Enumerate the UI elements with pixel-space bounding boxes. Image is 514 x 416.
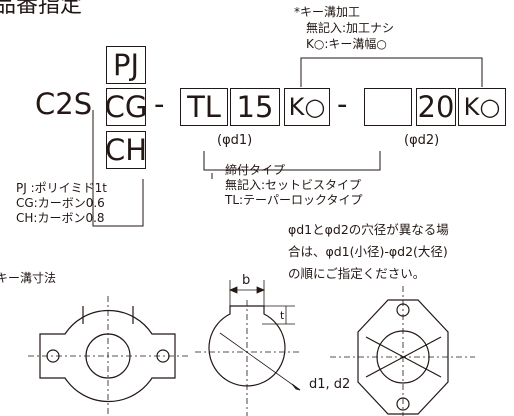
page-title: 品番指定 xyxy=(0,0,83,18)
hub-front-view xyxy=(39,306,176,403)
dim-d: d1, d2 xyxy=(309,377,351,392)
bore2-box: 20 xyxy=(416,88,456,126)
key1-box: K○ xyxy=(284,88,330,126)
separator-dash-2: - xyxy=(337,87,348,121)
key-note-title: *キー溝加工 xyxy=(294,5,361,19)
type-code-box: TL xyxy=(180,88,228,126)
material-option-pj: PJ xyxy=(106,46,146,84)
bore-note-line2: 合は、φd1(小径)-φd2(大径) xyxy=(288,244,448,259)
tighten-note-line1: 無記入:セットビスタイプ xyxy=(225,178,362,192)
part-prefix: C2S xyxy=(35,87,93,121)
bore1-box: 15 xyxy=(230,88,280,126)
bore-note-line1: φd1とφd2の穴径が異なる場 xyxy=(288,222,449,237)
bore-note-line3: の順にご指定ください。 xyxy=(288,266,426,281)
material-option-ch: CH xyxy=(105,131,147,169)
bore1-label: (φd1) xyxy=(217,133,253,148)
material-note-line3: CH:カーボン0.8 xyxy=(16,211,105,225)
dim-t: t xyxy=(280,309,285,322)
key-note-line1: 無記入:加工ナシ xyxy=(306,21,395,35)
material-note-line2: CG:カーボン0.6 xyxy=(16,196,105,210)
bore2-blank-box xyxy=(364,88,412,126)
material-option-cg: CG xyxy=(105,88,147,126)
dim-b: b xyxy=(242,273,251,288)
separator-dash-1: - xyxy=(154,87,165,121)
key2-box: K○ xyxy=(458,88,506,126)
keyway-section-title: キー溝寸法 xyxy=(0,271,57,285)
tighten-note-title: 締付タイプ xyxy=(225,163,286,177)
material-note-line1: PJ :ポリイミド1t xyxy=(16,181,107,195)
bore2-label: (φd2) xyxy=(404,133,440,148)
tighten-note-line2: TL:テーパーロックタイプ xyxy=(225,193,363,207)
key-note-line2: K○:キー溝幅○ xyxy=(306,37,387,51)
